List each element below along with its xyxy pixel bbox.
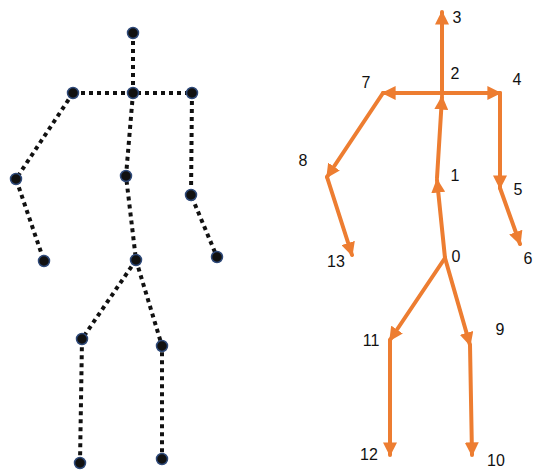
joint-number: 12 [360,447,378,463]
joint-number: 3 [453,10,462,26]
joint-number: 8 [299,153,308,169]
joint-number: 13 [327,254,345,270]
joint-number: 4 [513,72,522,88]
joint-number: 9 [496,322,505,338]
joint-number: 7 [362,75,371,91]
joint-number: 11 [363,333,380,349]
joint-number: 0 [452,249,461,265]
joint-number: 5 [514,182,523,198]
joint-number: 1 [451,168,460,184]
joint-number: 10 [487,453,505,469]
bone-arrows [327,12,520,455]
joint-number: 6 [524,251,533,267]
dotted-bones [16,33,217,463]
joint-dots [11,28,223,469]
joint-number: 2 [451,66,460,82]
